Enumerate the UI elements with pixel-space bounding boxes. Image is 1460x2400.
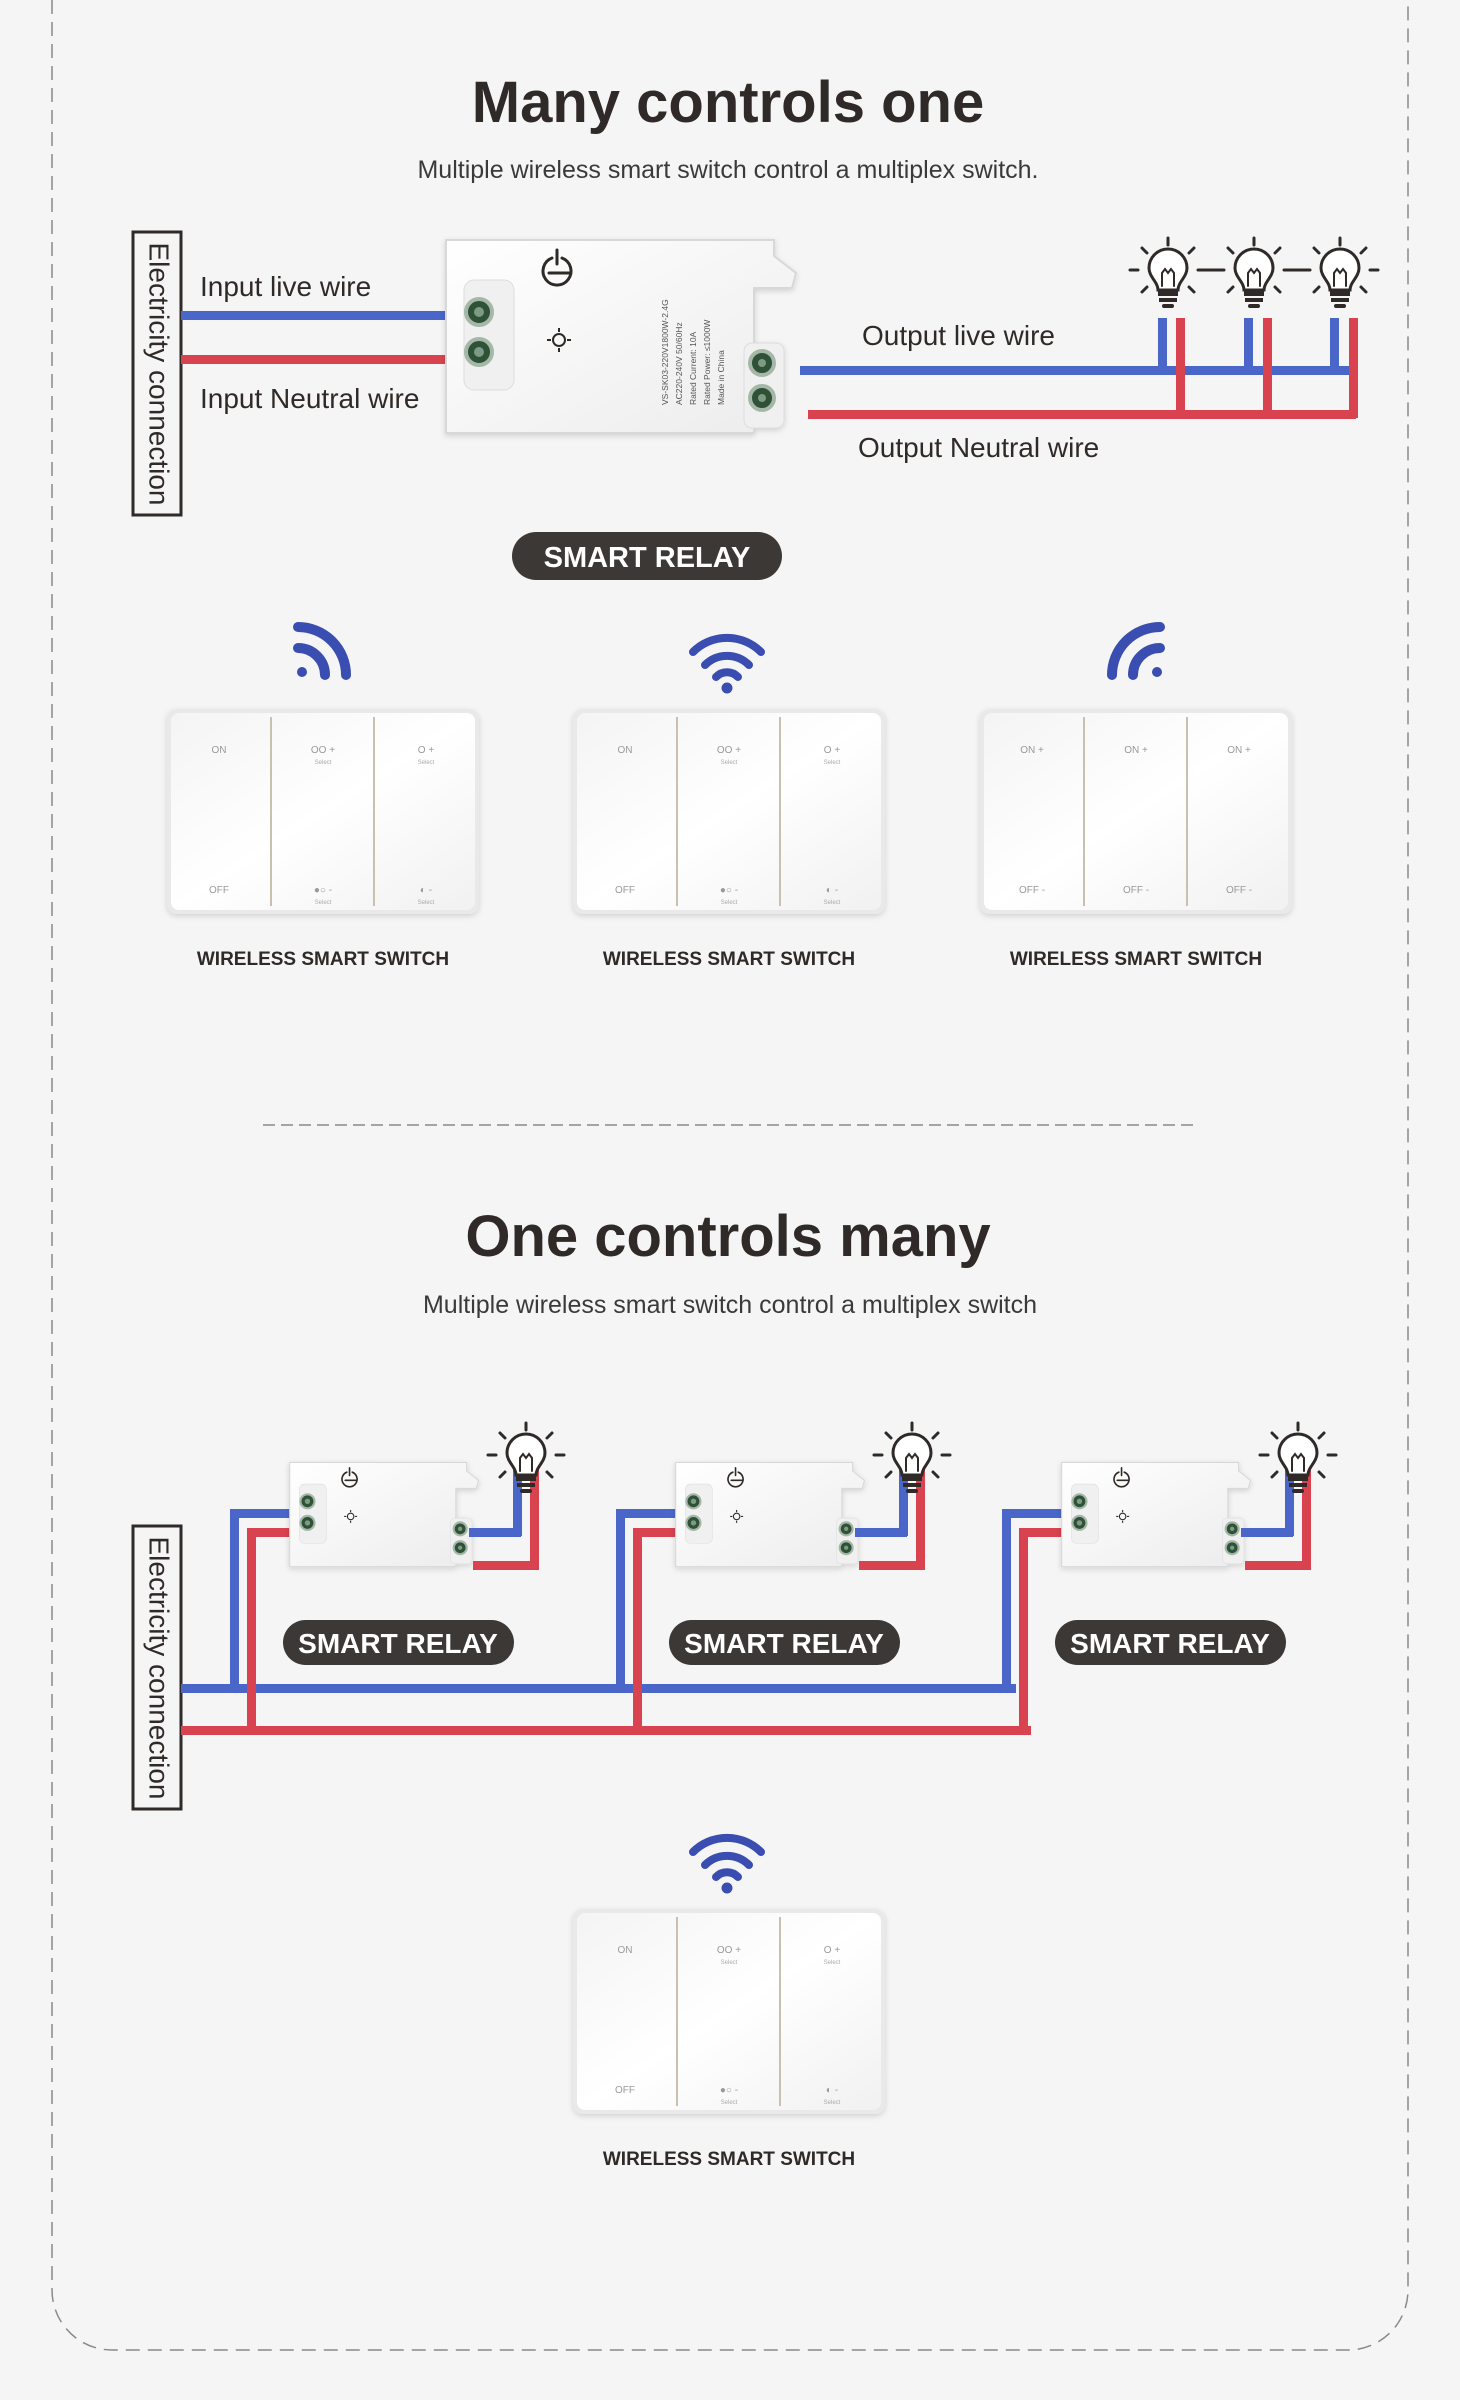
switch-key-top-label: OO +: [717, 745, 741, 756]
switch-key-bottom-label: ◐ -: [420, 885, 432, 896]
input-live-label: Input live wire: [200, 271, 371, 302]
smart-relay-badge: SMART RELAY: [298, 1628, 498, 1659]
switch-key-sub-label: Select: [315, 900, 332, 906]
outer-frame: [51, 0, 1409, 2351]
svg-text:Rated Power: ≤1000W: Rated Power: ≤1000W: [702, 320, 712, 405]
switch-key-bottom-label: OFF -: [1019, 885, 1045, 896]
relay-spec-text: VS-SK03-220V1800W-2.4G AC220-240V 50/60H…: [660, 299, 726, 405]
switch-key-top-label: O +: [824, 1945, 841, 1956]
smart-relay-unit: SMART RELAY: [1002, 1421, 1338, 1731]
switch-key-bottom-label: OFF -: [1226, 885, 1252, 896]
wifi-icon: [693, 1838, 761, 1894]
switch-key-bottom-label: ●○ -: [314, 885, 332, 896]
switch-key-bottom-label: ◐ -: [826, 885, 838, 896]
switch-key-sub-label: Select: [721, 1960, 738, 1966]
svg-text:Made in China: Made in China: [716, 350, 726, 405]
section1-subtitle: Multiple wireless smart switch control a…: [417, 156, 1038, 184]
svg-text:VS-SK03-220V1800W-2.4G: VS-SK03-220V1800W-2.4G: [660, 299, 670, 405]
wifi-icon: [693, 638, 761, 694]
wireless-smart-switch[interactable]: ON OFF OO + Select ●○ - Select O + Select ◐ - Sel…: [572, 1908, 886, 2170]
switch-key-sub-label: Select: [721, 760, 738, 766]
switch-label: WIRELESS SMART SWITCH: [603, 949, 855, 970]
switch-key-top-label: ON +: [1227, 745, 1251, 756]
smart-relay-badge: SMART RELAY: [1070, 1628, 1270, 1659]
wifi-corner-right-icon: [293, 622, 351, 680]
light-bulb-icon: [1258, 1421, 1338, 1495]
smart-relay-unit: SMART RELAY: [230, 1421, 566, 1731]
light-bulb-icon: [872, 1421, 952, 1495]
switch-key-sub-label: Select: [824, 900, 841, 906]
switch-key-sub-label: Select: [824, 2100, 841, 2106]
bus-wires: [181, 1684, 1031, 1735]
svg-text:AC220-240V 50/60Hz: AC220-240V 50/60Hz: [674, 322, 684, 405]
switch-key-sub-label: Select: [721, 2100, 738, 2106]
wifi-corner-left-icon: [1107, 622, 1165, 680]
section2-subtitle: Multiple wireless smart switch control a…: [423, 1291, 1037, 1319]
section1-title: Many controls one: [472, 70, 984, 135]
smart-relay-badge: SMART RELAY: [684, 1628, 884, 1659]
switch-key-bottom-label: OFF -: [1123, 885, 1149, 896]
switch-key-top-label: O +: [418, 745, 435, 756]
light-bulb-icon: [1300, 236, 1380, 310]
switch-key-sub-label: Select: [315, 760, 332, 766]
switch-key-top-label: OO +: [717, 1945, 741, 1956]
switch-key-bottom-label: OFF: [615, 885, 635, 896]
input-wires: [181, 311, 446, 364]
smart-relay-badge: SMART RELAY: [512, 532, 782, 580]
svg-text:Electricity connection: Electricity connection: [144, 1536, 175, 1799]
switch-key-top-label: O +: [824, 745, 841, 756]
switch-key-top-label: ON: [212, 745, 227, 756]
switch-key-sub-label: Select: [418, 900, 435, 906]
wireless-smart-switch[interactable]: ON OFF OO + Select ●○ - Select O + Select ◐ - Sel…: [166, 708, 480, 970]
svg-text:Rated Current: 10A: Rated Current: 10A: [688, 331, 698, 405]
output-wires: [800, 318, 1358, 419]
switch-label: WIRELESS SMART SWITCH: [197, 949, 449, 970]
section2-title: One controls many: [465, 1204, 990, 1269]
output-live-label: Output live wire: [862, 320, 1055, 351]
switch-key-sub-label: Select: [824, 760, 841, 766]
smart-relay-unit: SMART RELAY: [616, 1421, 952, 1731]
switch-label: WIRELESS SMART SWITCH: [603, 2149, 855, 2170]
switch-key-sub-label: Select: [418, 760, 435, 766]
light-bulb-icon: [1214, 236, 1294, 310]
wireless-smart-switch[interactable]: ON + OFF - ON + OFF - ON + OFF - WIRELESS SMAR…: [979, 708, 1293, 970]
smart-relay-device: VS-SK03-220V1800W-2.4G AC220-240V 50/60H…: [444, 238, 798, 435]
switch-key-bottom-label: OFF: [615, 2085, 635, 2096]
switch-key-bottom-label: ●○ -: [720, 2085, 738, 2096]
switch-key-bottom-label: OFF: [209, 885, 229, 896]
switch-key-bottom-label: ●○ -: [720, 885, 738, 896]
light-bulb-icon: [1128, 236, 1208, 310]
switch-key-top-label: OO +: [311, 745, 335, 756]
switch-key-top-label: ON +: [1020, 745, 1044, 756]
switch-key-top-label: ON +: [1124, 745, 1148, 756]
electricity-connection-label-top: Electricity connection: [131, 230, 183, 517]
switch-key-sub-label: Select: [824, 1960, 841, 1966]
switch-key-top-label: ON: [618, 1945, 633, 1956]
electricity-connection-label-bottom: Electricity connection: [131, 1524, 183, 1811]
switch-label: WIRELESS SMART SWITCH: [1010, 949, 1262, 970]
svg-text:SMART RELAY: SMART RELAY: [544, 542, 751, 574]
wireless-smart-switch[interactable]: ON OFF OO + Select ●○ - Select O + Select ◐ - Sel…: [572, 708, 886, 970]
input-neutral-label: Input Neutral wire: [200, 383, 419, 414]
light-bulb-icon: [486, 1421, 566, 1495]
switch-key-bottom-label: ◐ -: [826, 2085, 838, 2096]
switch-key-sub-label: Select: [721, 900, 738, 906]
switch-key-top-label: ON: [618, 745, 633, 756]
output-neutral-label: Output Neutral wire: [858, 432, 1099, 463]
relay-group: SMART RELAY SMART RELAY SMART RELAY: [230, 1421, 1338, 1731]
svg-text:Electricity connection: Electricity connection: [144, 242, 175, 505]
